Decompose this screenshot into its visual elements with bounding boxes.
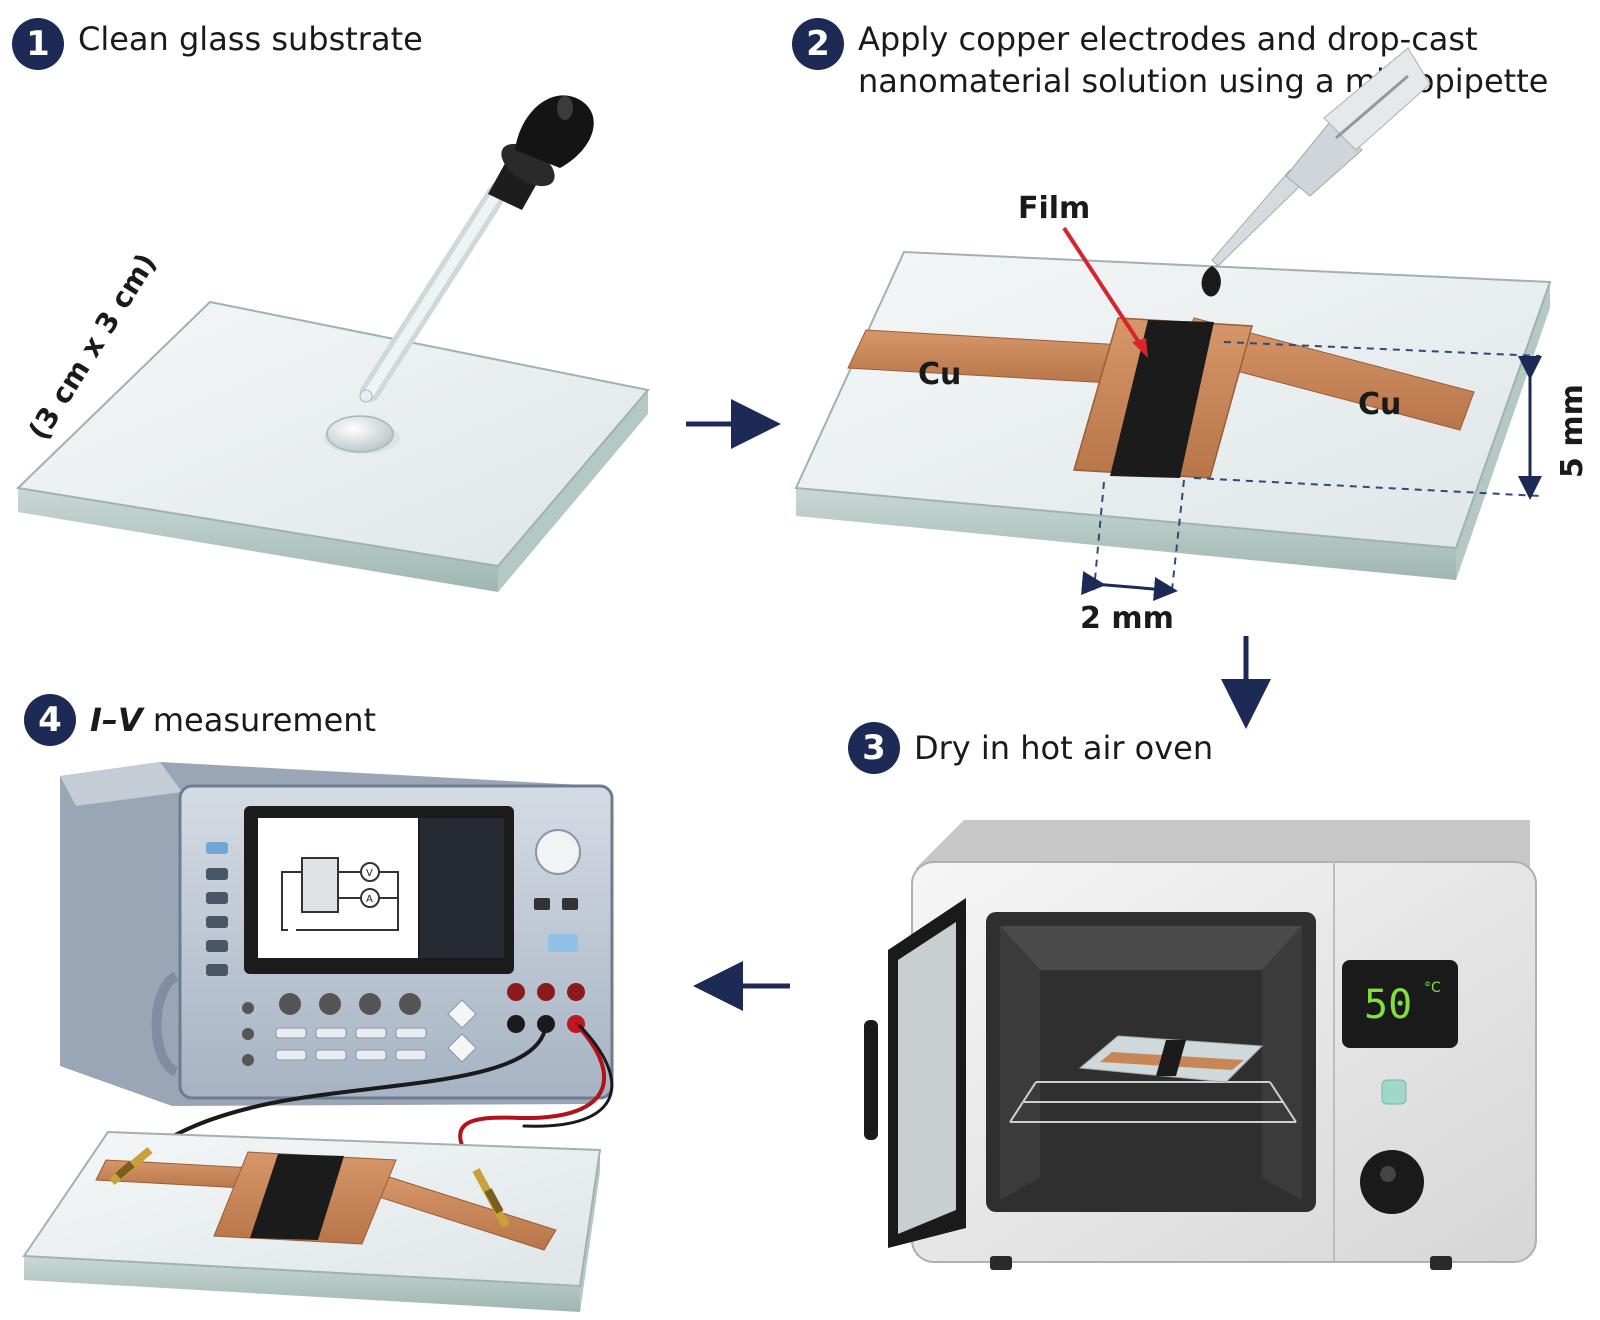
oven-temperature: 50 — [1364, 982, 1412, 1028]
step-3-badge: 3 — [848, 722, 900, 774]
meter-enter-button[interactable] — [548, 934, 578, 952]
film-4 — [250, 1154, 344, 1240]
step-2-text-line1: Apply copper electrodes and drop-cast — [858, 20, 1478, 58]
ink-drop — [1201, 266, 1221, 297]
dim-guide-top — [1223, 341, 1541, 357]
film-pointer-arrow — [1062, 226, 1146, 352]
step-3-text: Dry in hot air oven — [914, 729, 1214, 767]
cu-left-label: Cu — [918, 357, 961, 392]
glass-2-front-edge — [796, 488, 1456, 580]
step-2-text-line2: nanomaterial solution using a micropipet… — [858, 62, 1549, 100]
oven-temperature-unit: °C — [1424, 980, 1441, 996]
glass-1-front-edge — [18, 488, 498, 592]
meter-keypad[interactable] — [242, 993, 477, 1066]
test-cables — [148, 1022, 614, 1172]
oven-display — [1342, 960, 1458, 1048]
oven-icon: 50 °C — [864, 820, 1537, 1270]
oven-door-handle[interactable] — [864, 1020, 878, 1140]
step-3-heading: 3 Dry in hot air oven — [848, 722, 1213, 774]
step-1-heading: 1 Clean glass substrate — [12, 18, 423, 70]
width-label: 2 mm — [1080, 601, 1174, 636]
dim-width-arrow — [1081, 571, 1178, 601]
oven-door[interactable] — [864, 898, 966, 1248]
step-1-glass-substrate: (3 cm x 3 cm) — [15, 247, 650, 592]
oven-sample — [1078, 1035, 1264, 1083]
film — [1110, 320, 1214, 478]
film-pointer-head — [1132, 338, 1148, 358]
oven-knob[interactable] — [1360, 1150, 1424, 1214]
meter-schematic — [281, 857, 399, 931]
step-2-badge: 2 — [792, 18, 844, 70]
step-4-badge: 4 — [24, 694, 76, 746]
step-4-text-italic: I–V — [90, 701, 143, 739]
oven-button[interactable] — [1381, 1079, 1407, 1105]
meter-side-buttons[interactable] — [206, 842, 228, 976]
step-1-text: Clean glass substrate — [78, 20, 423, 58]
source-meter-icon: V A — [60, 762, 614, 1106]
micropipette-icon — [1201, 47, 1431, 297]
step-2-text: Apply copper electrodes and drop-cast na… — [858, 18, 1548, 102]
step-4-text-rest: measurement — [142, 701, 377, 739]
glass-1-side-edge — [498, 390, 648, 592]
dim-guide-bottom — [1193, 477, 1541, 497]
step-4-text: I–V measurement — [90, 699, 376, 741]
oven-rack — [1009, 1081, 1297, 1123]
meter-knob[interactable] — [535, 829, 581, 875]
height-label: 5 mm — [1555, 384, 1590, 478]
step-4-device — [22, 1130, 602, 1312]
water-droplet — [326, 415, 394, 453]
step-2-heading: 2 Apply copper electrodes and drop-cast … — [792, 18, 1548, 102]
step-4-heading: 4 I–V measurement — [24, 694, 376, 746]
step-1-badge: 1 — [12, 18, 64, 70]
step-2-device: Cu Cu Film 5 mm 2 mm — [794, 191, 1590, 636]
meter-a-label: A — [366, 894, 373, 905]
cu-right-label: Cu — [1358, 387, 1401, 422]
dropper-icon — [359, 95, 594, 403]
film-label: Film — [1018, 191, 1090, 226]
meter-v-label: V — [366, 868, 373, 879]
dim-guide-left — [1093, 481, 1105, 591]
